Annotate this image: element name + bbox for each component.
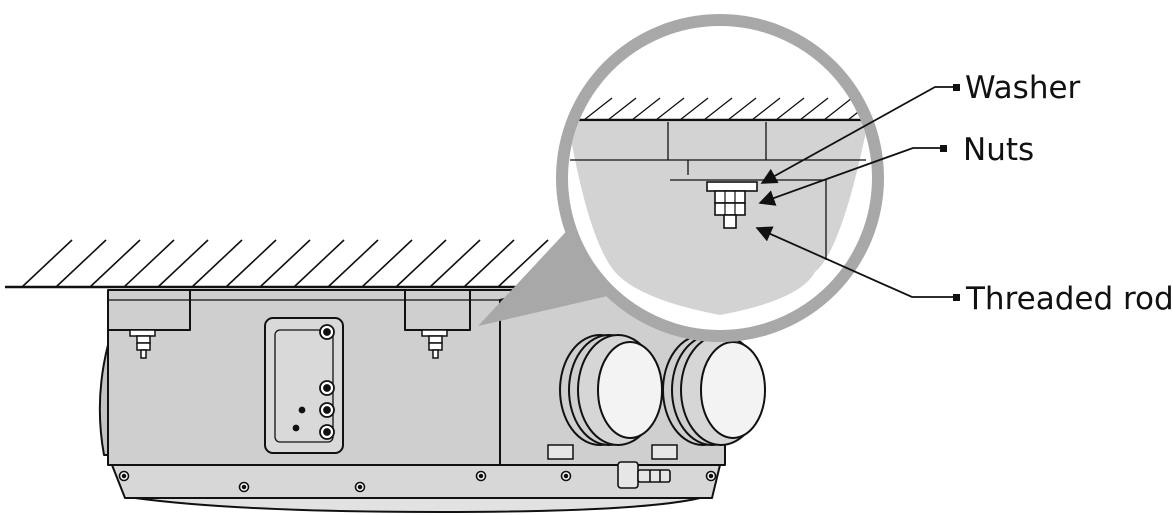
leader-lines (755, 86, 957, 298)
hatch-line (55, 239, 107, 288)
lens-left (559, 334, 663, 446)
nuts-leader (758, 147, 943, 206)
washer-shape (706, 181, 758, 192)
lens-right (662, 334, 766, 446)
zoom-ceiling-hatching (568, 97, 872, 121)
hatch-line (259, 239, 311, 288)
ceiling (5, 239, 583, 289)
threaded-rod-shape (723, 214, 737, 229)
nut-upper (714, 190, 746, 204)
hatch-line (123, 239, 175, 288)
hatch-line (583, 97, 613, 121)
callout-markers (940, 84, 960, 301)
washer-leader (760, 86, 957, 184)
hatch-line (463, 239, 515, 288)
hatch-line (751, 97, 781, 121)
hatch-line (775, 97, 805, 121)
base-screws (118, 470, 717, 493)
panel-connectors (292, 324, 335, 440)
vents (547, 444, 678, 460)
washer-marker-icon (953, 84, 960, 91)
hatch-line (799, 97, 829, 121)
hatch-line (327, 239, 379, 288)
bottom-fitting (617, 461, 671, 489)
hatch-line (225, 239, 277, 288)
hatch-line (157, 239, 209, 288)
hatch-line (631, 97, 661, 121)
label-threaded-rod: Threaded rod (965, 281, 1173, 317)
hatch-line (293, 239, 345, 288)
hatch-line (727, 97, 757, 121)
hatch-line (703, 97, 733, 121)
hatch-line (679, 97, 709, 121)
ceiling-hatching (21, 239, 583, 288)
hatch-line (395, 239, 447, 288)
hatch-line (361, 239, 413, 288)
threaded-rod-leader (755, 226, 956, 298)
label-nuts: Nuts (963, 132, 1034, 168)
nut-lower (714, 202, 746, 216)
threaded-rod-marker-icon (953, 294, 960, 301)
mount-hardware-left (129, 329, 156, 359)
hatch-line (655, 97, 685, 121)
hatch-line (89, 239, 141, 288)
hatch-line (607, 97, 637, 121)
nuts-marker-icon (940, 145, 947, 152)
label-washer: Washer (965, 70, 1081, 106)
hatch-line (191, 239, 243, 288)
zoom-bubble (478, 14, 884, 342)
mount-hardware-right (421, 329, 448, 359)
hatch-line (497, 239, 549, 288)
hatch-line (823, 97, 853, 121)
hatch-line (429, 239, 481, 288)
hatch-line (21, 239, 73, 288)
